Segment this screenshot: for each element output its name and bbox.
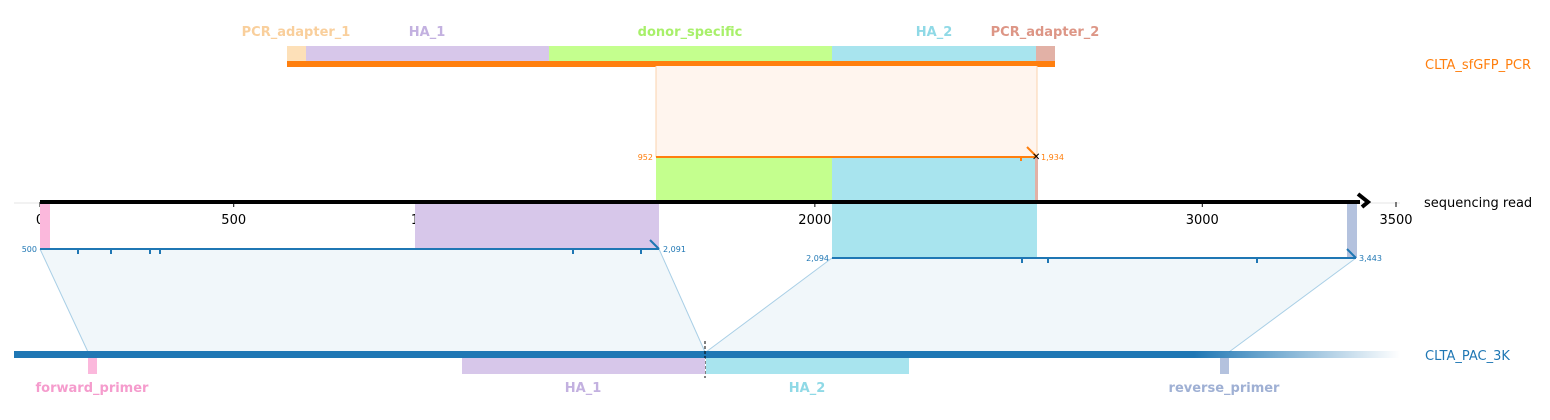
axis-tick-label: 500 xyxy=(221,213,246,228)
bottom-alignment-2-ticks xyxy=(1021,258,1258,263)
bottom-feature-ha2 xyxy=(706,358,909,374)
axis-tick-label: 3500 xyxy=(1379,213,1412,228)
top-alignment-start-label: 952 xyxy=(638,153,653,162)
axis-tick-label: 3000 xyxy=(1186,213,1219,228)
top-label-ha1: HA_1 xyxy=(409,25,446,40)
top-alignment-end-hook xyxy=(1026,146,1038,158)
read-feature-ha1 xyxy=(415,204,659,248)
top-alignment-end-marker: ✕ xyxy=(1032,152,1040,163)
read-feature-ha2-top xyxy=(832,157,1036,202)
read-feature-donor-specific xyxy=(656,157,832,202)
top-label-pcr-adapter-2: PCR_adapter_2 xyxy=(991,25,1100,40)
top-reference-bar xyxy=(287,61,1055,67)
bottom-label-ha2: HA_2 xyxy=(789,381,826,396)
bottom-label-ha1: HA_1 xyxy=(565,381,602,396)
bottom-alignment-1-ticks xyxy=(77,249,642,254)
bottom-reference-bar-fade xyxy=(1194,351,1400,358)
read-axis-arrowhead xyxy=(1356,192,1372,209)
bottom-feature-forward-primer xyxy=(88,358,97,374)
bottom-label-forward-primer: forward_primer xyxy=(36,381,150,396)
top-reference-name: CLTA_sfGFP_PCR xyxy=(1425,58,1531,73)
bottom-connector-1b xyxy=(658,248,706,353)
axis-tick-label: 2000 xyxy=(798,213,831,228)
bottom-feature-labels: forward_primer HA_1 HA_2 reverse_primer xyxy=(36,381,1281,396)
bottom-alignment-1-start-label: 500 xyxy=(22,245,37,254)
top-feature-labels: PCR_adapter_1 HA_1 donor_specific HA_2 P… xyxy=(242,25,1100,40)
top-label-donor-specific: donor_specific xyxy=(638,25,743,40)
bottom-alignment-1-end-label: 2,091 xyxy=(663,245,686,254)
top-label-ha2: HA_2 xyxy=(916,25,953,40)
top-feature-donor-specific xyxy=(549,46,832,62)
bottom-alignment-2-hook xyxy=(1346,248,1357,259)
bottom-connector-2b xyxy=(1228,257,1357,353)
read-name: sequencing read xyxy=(1424,196,1532,211)
read-axis-ticks: 0500100015002000250030003500 xyxy=(36,202,1413,228)
top-reference-features xyxy=(287,46,1055,62)
bottom-label-reverse-primer: reverse_primer xyxy=(1169,381,1281,396)
bottom-reference-bar xyxy=(14,351,1194,358)
bottom-alignment-1-hook xyxy=(649,239,660,250)
top-label-pcr-adapter-1: PCR_adapter_1 xyxy=(242,25,351,40)
read-feature-pcr-adapter-2 xyxy=(1035,157,1038,202)
top-feature-ha2 xyxy=(832,46,1036,62)
top-feature-ha1 xyxy=(306,46,549,62)
top-feature-pcr-adapter-2 xyxy=(1036,46,1055,62)
read-feature-forward-primer xyxy=(40,204,50,248)
bottom-reference-name: CLTA_PAC_3K xyxy=(1425,349,1510,364)
bottom-alignment-2-start-label: 2,094 xyxy=(806,254,829,263)
bottom-feature-reverse-primer xyxy=(1220,358,1229,374)
bottom-reference-features xyxy=(88,358,1229,374)
bottom-feature-ha1 xyxy=(462,358,705,374)
read-feature-reverse-primer xyxy=(1347,204,1357,258)
bottom-connector-1a xyxy=(39,248,89,353)
top-alignment-end-label: 1,934 xyxy=(1041,153,1064,162)
bottom-alignment-region-1 xyxy=(40,249,705,352)
bottom-connector-2a xyxy=(705,257,833,353)
bottom-alignment-2-end-label: 3,443 xyxy=(1359,254,1382,263)
top-feature-pcr-adapter-1 xyxy=(287,46,306,62)
bottom-alignment-region-2 xyxy=(706,258,1356,352)
read-feature-ha2-bottom xyxy=(832,204,1037,258)
